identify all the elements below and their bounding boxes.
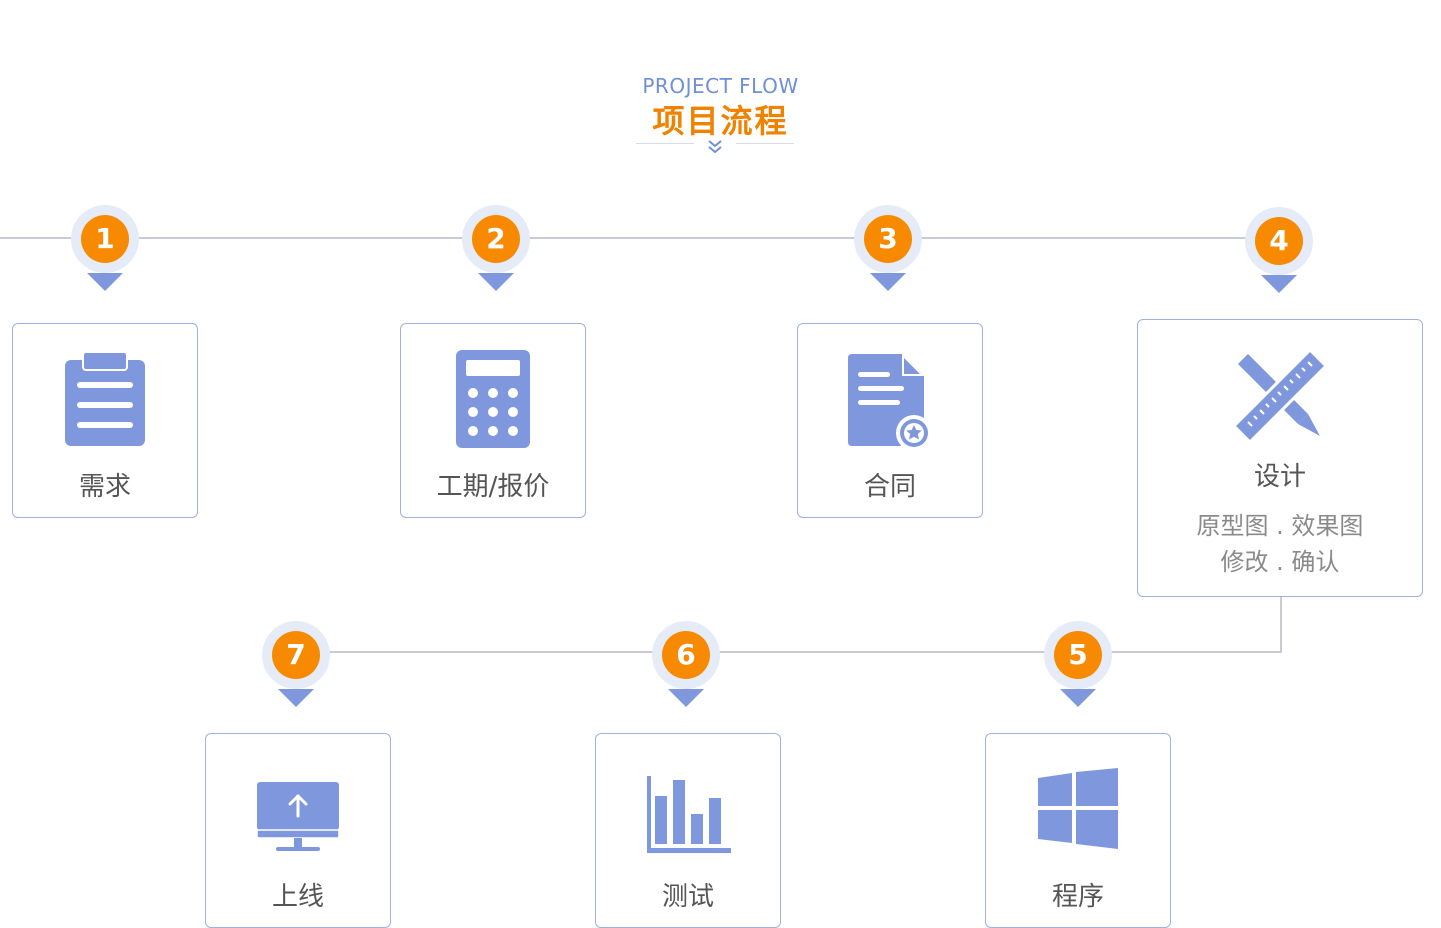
monitor-upload-icon <box>256 782 340 851</box>
section-title: 项目流程 <box>652 102 789 140</box>
step-card-3: 合同 <box>797 323 983 518</box>
double-chevron-down-icon <box>708 140 722 154</box>
step-label: 上线 <box>271 882 324 912</box>
bar-chart-icon <box>647 776 731 853</box>
step-marker-1: 1 <box>71 205 139 295</box>
connector-line-bottom <box>296 651 1282 653</box>
step-card-4: 设计 原型图 . 效果图 修改 . 确认 <box>1137 319 1423 597</box>
step-card-6: 测试 <box>595 733 781 928</box>
step-number: 3 <box>864 215 912 263</box>
step-marker-7: 7 <box>262 621 330 711</box>
connector-line-vertical <box>1280 597 1282 653</box>
step-number: 5 <box>1054 631 1102 679</box>
step-description-line-1: 原型图 . 效果图 <box>1196 512 1364 540</box>
step-card-1: 需求 <box>12 323 198 518</box>
clipboard-icon <box>65 351 145 446</box>
step-number: 7 <box>272 631 320 679</box>
step-label: 工期/报价 <box>436 472 550 502</box>
step-description-line-2: 修改 . 确认 <box>1220 548 1340 576</box>
marker-pointer <box>870 273 906 291</box>
step-label: 测试 <box>661 882 714 912</box>
calculator-icon <box>456 350 530 448</box>
step-marker-2: 2 <box>462 205 530 295</box>
step-number: 4 <box>1255 217 1303 265</box>
title-divider-right <box>736 143 794 144</box>
marker-pointer <box>87 273 123 291</box>
step-label: 程序 <box>1051 882 1104 912</box>
step-card-2: 工期/报价 <box>400 323 586 518</box>
step-label: 需求 <box>78 472 131 502</box>
step-label: 合同 <box>863 472 916 502</box>
windows-logo-icon <box>1038 768 1118 849</box>
marker-pointer <box>1261 275 1297 293</box>
contract-document-icon <box>848 354 932 451</box>
marker-pointer <box>278 689 314 707</box>
step-marker-4: 4 <box>1245 207 1313 297</box>
step-marker-5: 5 <box>1044 621 1112 711</box>
step-label: 设计 <box>1253 462 1306 492</box>
step-marker-3: 3 <box>854 205 922 295</box>
marker-pointer <box>668 689 704 707</box>
step-number: 1 <box>81 215 129 263</box>
step-number: 2 <box>472 215 520 263</box>
marker-pointer <box>478 273 514 291</box>
step-card-5: 程序 <box>985 733 1171 928</box>
step-number: 6 <box>662 631 710 679</box>
marker-pointer <box>1060 689 1096 707</box>
ruler-pencil-icon <box>1232 348 1328 442</box>
step-marker-6: 6 <box>652 621 720 711</box>
connector-line-top <box>0 237 1280 239</box>
title-divider-left <box>636 143 694 144</box>
section-subtitle: PROJECT FLOW <box>642 74 799 98</box>
step-card-7: 上线 <box>205 733 391 928</box>
